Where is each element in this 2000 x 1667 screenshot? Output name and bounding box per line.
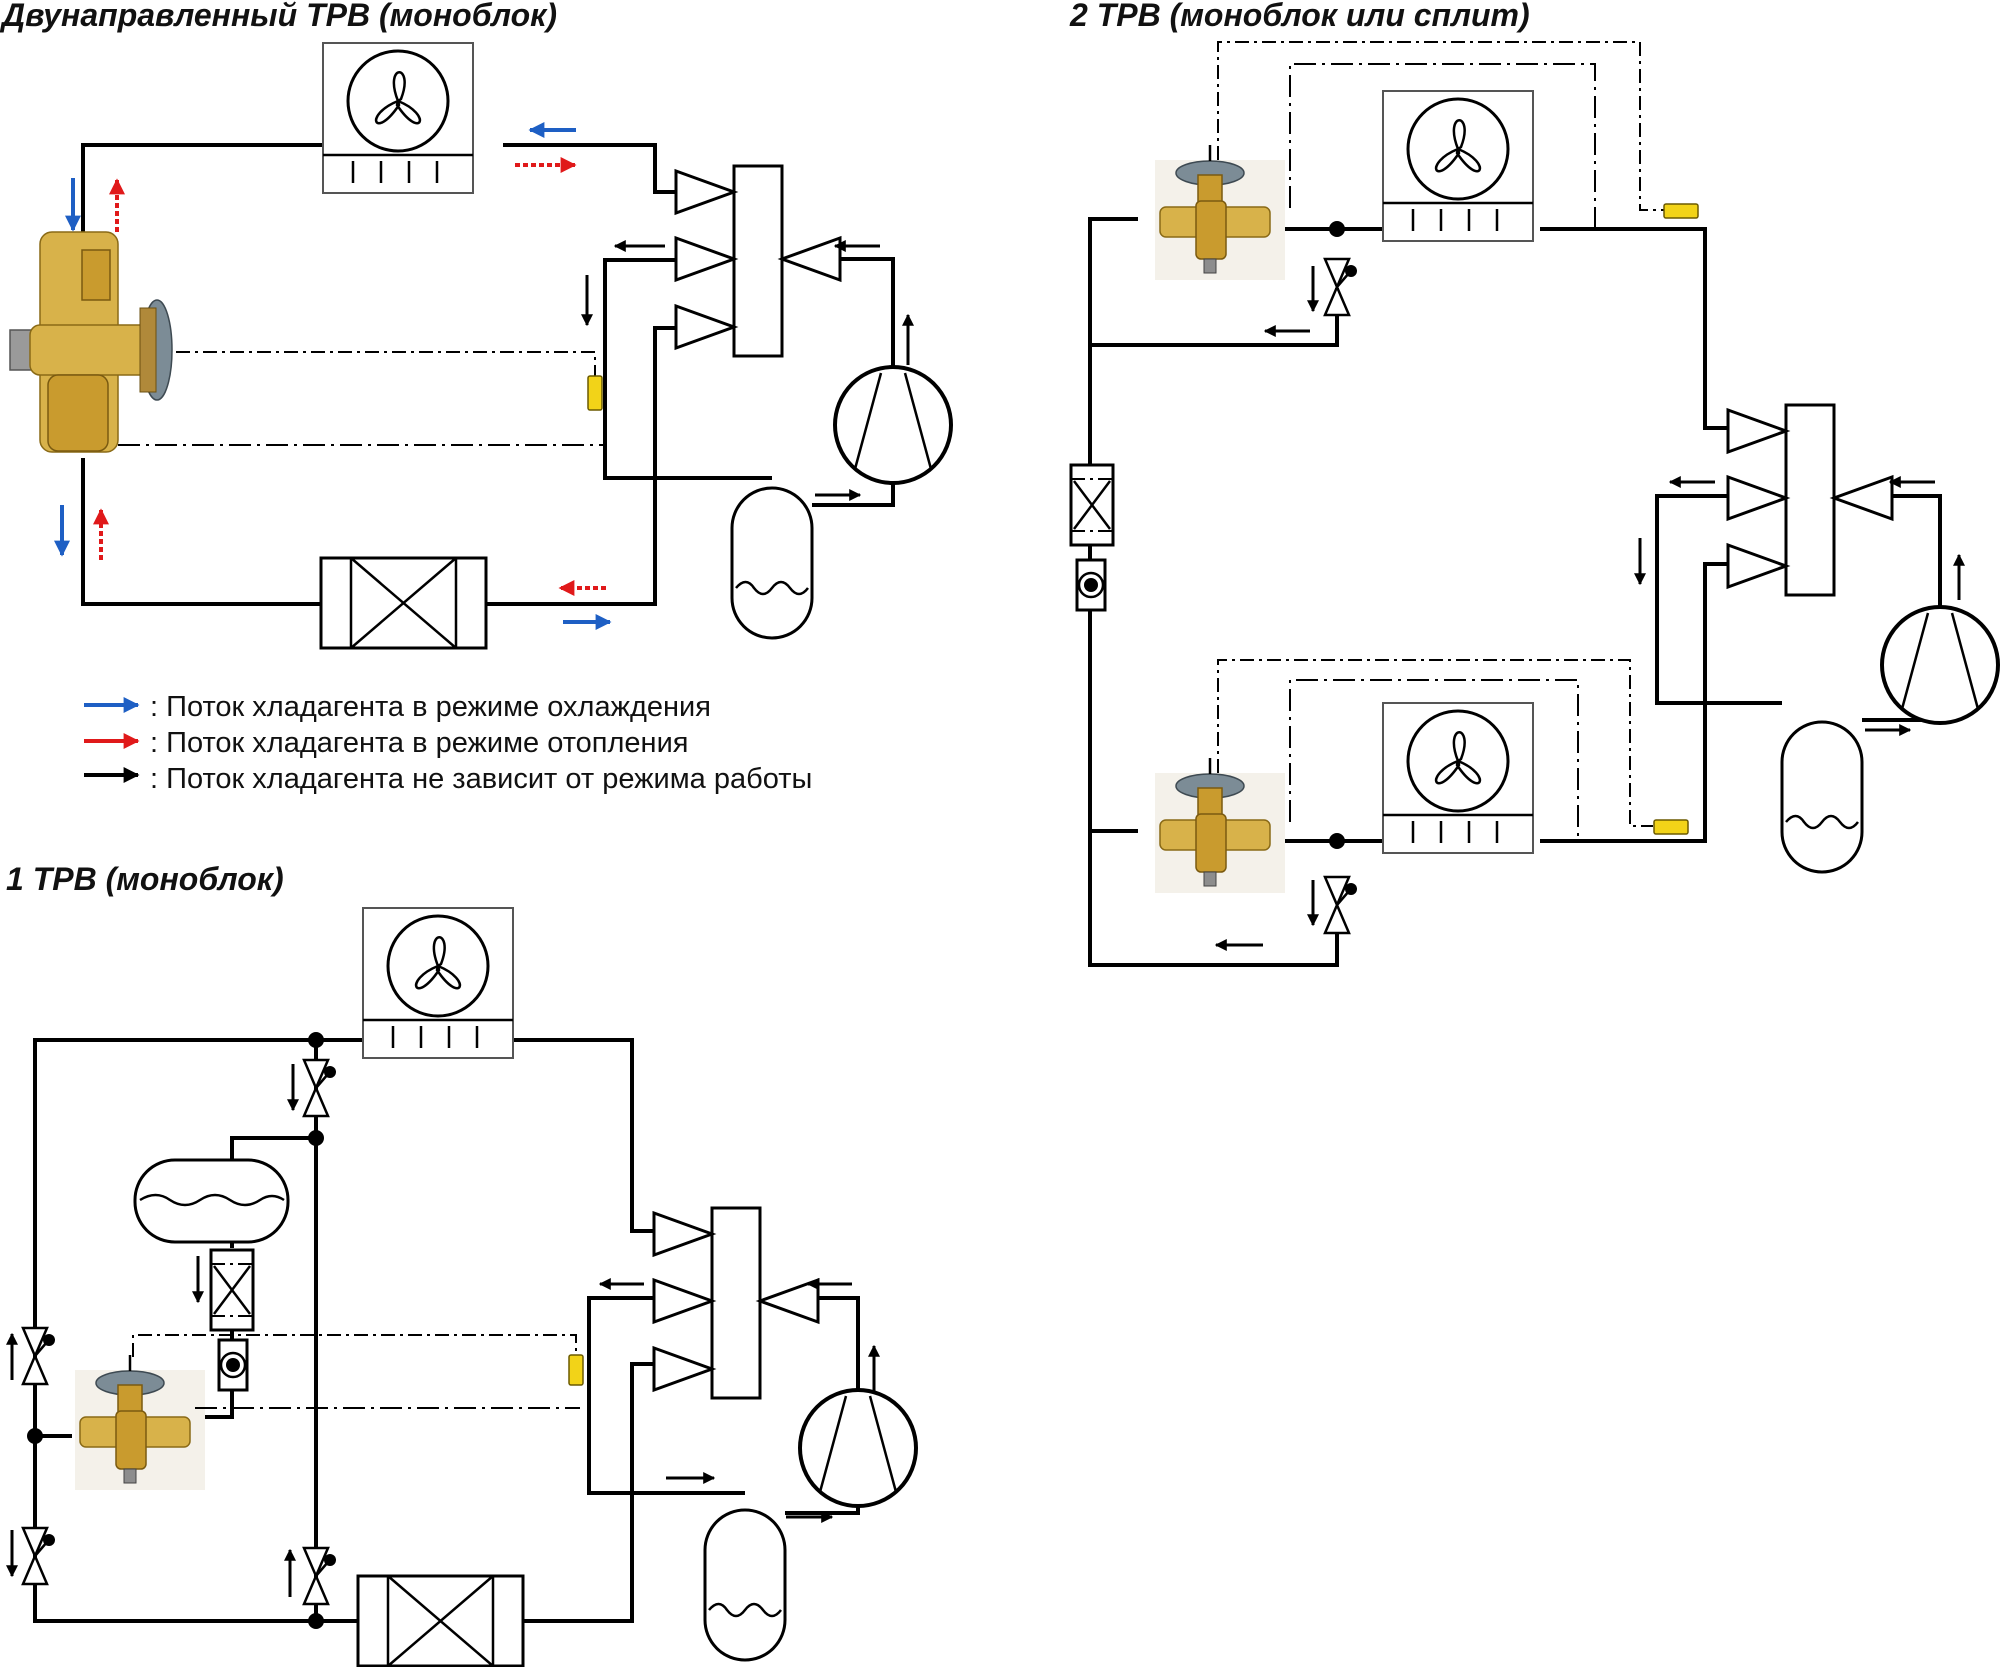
title-one-trv: 1 ТРВ (моноблок): [6, 861, 284, 897]
expansion-valve-icon: [1153, 756, 1287, 895]
four-way-valve-icon: [1726, 403, 1894, 597]
four-way-valve-icon: [674, 164, 842, 358]
expansion-valve-icon: [73, 1353, 207, 1492]
legend-text-any: : Поток хладагента не зависит от режима …: [150, 763, 812, 795]
fan-icon: [321, 41, 475, 195]
receiver-icon: [730, 486, 814, 640]
check-valve-icon: [1323, 875, 1359, 935]
legend-text-heating: : Поток хладагента в режиме отопления: [150, 727, 688, 759]
legend-text-cooling: : Поток хладагента в режиме охлаждения: [150, 691, 711, 723]
legend-item-any: : Поток хладагента не зависит от режима …: [84, 763, 812, 795]
check-valve-icon: [1323, 257, 1359, 317]
sight-glass-icon: [1075, 558, 1107, 612]
receiver-icon: [703, 1508, 787, 1662]
receiver-icon: [1780, 720, 1864, 874]
sensing-bulb-icon: [1663, 203, 1699, 219]
sensing-bulb-icon: [587, 375, 603, 411]
diagram-bidirectional: [9, 41, 953, 650]
title-bidirectional: Двунаправленный ТРВ (моноблок): [0, 0, 557, 33]
fan-icon: [1381, 89, 1535, 243]
legend-item-heating: : Поток хладагента в режиме отопления: [84, 727, 688, 759]
check-valve-icon: [302, 1546, 338, 1606]
fan-icon: [361, 906, 515, 1060]
sight-glass-icon: [217, 1338, 249, 1392]
sensing-bulb-icon: [1653, 819, 1689, 835]
filter-drier-icon: [1069, 463, 1115, 547]
compressor-icon: [1880, 605, 2000, 725]
heat-exchanger-icon: [356, 1574, 525, 1667]
fan-icon: [1381, 701, 1535, 855]
check-valve-icon: [21, 1526, 57, 1586]
receiver-icon: [133, 1158, 290, 1244]
compressor-icon: [833, 365, 953, 485]
check-valve-icon: [302, 1058, 338, 1118]
check-valve-icon: [21, 1326, 57, 1386]
legend-item-cooling: : Поток хладагента в режиме охлаждения: [84, 691, 711, 723]
compressor-icon: [798, 1388, 918, 1508]
diagram-one-trv: [5, 906, 918, 1667]
diagram-two-trv: [1069, 41, 2000, 967]
sensing-bulb-icon: [568, 1354, 584, 1386]
title-two-trv: 2 ТРВ (моноблок или сплит): [1069, 0, 1530, 33]
expansion-valve-icon: [9, 231, 173, 453]
heat-exchanger-icon: [319, 556, 488, 650]
four-way-valve-icon: [652, 1206, 820, 1400]
filter-drier-icon: [209, 1248, 255, 1332]
expansion-valve-icon: [1153, 143, 1287, 282]
legend: : Поток хладагента в режиме охлаждения :…: [84, 691, 812, 795]
